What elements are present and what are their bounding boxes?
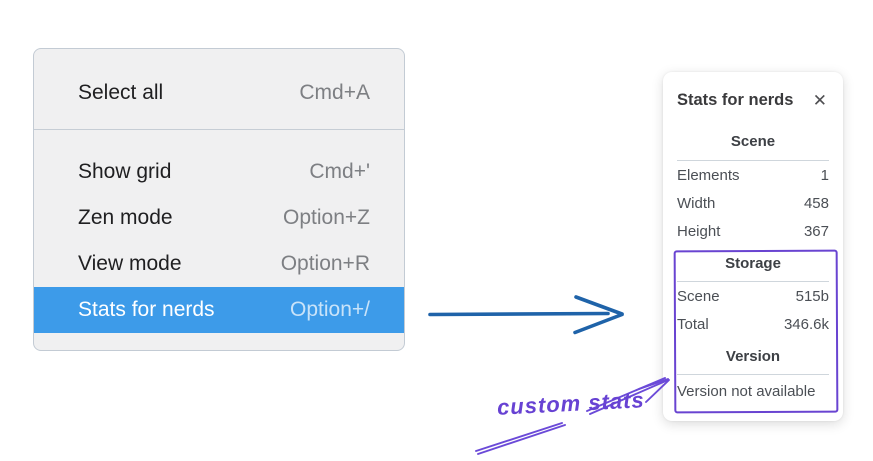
menu-item-label: Stats for nerds: [78, 298, 215, 321]
stats-panel-header: Stats for nerds ✕: [677, 72, 829, 112]
section-divider: [677, 374, 829, 375]
version-section-heading: Version: [725, 348, 781, 365]
menu-item-label: View mode: [78, 252, 182, 275]
menu-item-shortcut: Option+Z: [283, 206, 370, 229]
stats-panel: Stats for nerds ✕ Scene Elements 1 Width…: [663, 72, 843, 421]
menu-section-top: Select all Cmd+A: [34, 49, 404, 129]
stat-value: 346.6k: [783, 315, 829, 333]
version-note: Version not available: [677, 383, 816, 400]
menu-item-shortcut: Option+/: [290, 298, 370, 321]
menu-item-stats-for-nerds[interactable]: Stats for nerds Option+/: [34, 287, 404, 333]
stat-value: 367: [803, 222, 829, 240]
menu-item-zen-mode[interactable]: Zen mode Option+Z: [34, 195, 404, 241]
context-menu: Select all Cmd+A Show grid Cmd+' Zen mod…: [33, 48, 405, 351]
stat-value: 515b: [795, 287, 829, 305]
stat-label: Width: [677, 194, 716, 212]
annotation-label: custom stats: [496, 387, 646, 420]
menu-item-shortcut: Cmd+A: [299, 81, 370, 104]
menu-item-shortcut: Option+R: [280, 252, 370, 275]
menu-item-shortcut: Cmd+': [309, 160, 370, 183]
close-icon[interactable]: ✕: [812, 90, 827, 110]
stat-value: 458: [803, 194, 829, 212]
stat-row-storage-total: Total 346.6k: [677, 310, 829, 338]
stat-row-height: Height 367: [677, 217, 829, 245]
stat-row-width: Width 458: [677, 189, 829, 217]
section-divider: [677, 160, 829, 161]
menu-item-label: Zen mode: [78, 206, 173, 229]
storage-section-heading: Storage: [725, 255, 781, 272]
menu-divider: [34, 129, 404, 130]
menu-item-select-all[interactable]: Select all Cmd+A: [34, 69, 404, 117]
menu-section-main: Show grid Cmd+' Zen mode Option+Z View m…: [34, 130, 404, 350]
stat-row-elements: Elements 1: [677, 161, 829, 189]
stat-row-storage-scene: Scene 515b: [677, 282, 829, 310]
stat-label: Total: [677, 315, 709, 333]
stat-label: Height: [677, 222, 721, 240]
menu-item-show-grid[interactable]: Show grid Cmd+': [34, 149, 404, 195]
menu-item-view-mode[interactable]: View mode Option+R: [34, 241, 404, 287]
stats-panel-title: Stats for nerds: [677, 90, 794, 109]
right-arrow-icon: [428, 295, 624, 335]
section-divider: [677, 281, 829, 282]
scene-section-heading: Scene: [730, 133, 776, 150]
menu-item-label: Select all: [78, 81, 164, 104]
menu-item-label: Show grid: [78, 160, 172, 183]
stat-value: 1: [820, 166, 829, 184]
stat-label: Elements: [677, 166, 740, 184]
stat-label: Scene: [677, 287, 720, 305]
